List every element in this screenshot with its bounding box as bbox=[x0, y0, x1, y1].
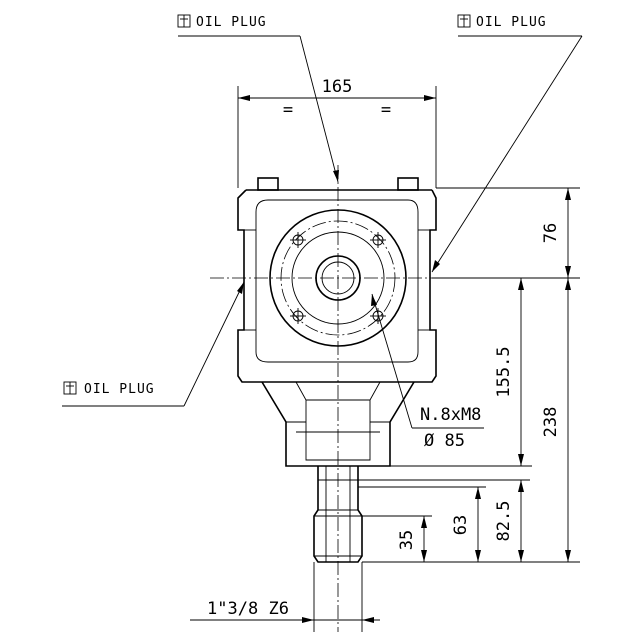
dimension-82-5: 82.5 bbox=[358, 479, 530, 562]
leader-bolt-spec: N.8xM8 Ø 85 bbox=[371, 293, 484, 451]
equal-mark-right: = bbox=[381, 100, 391, 120]
top-height-value: 76 bbox=[541, 223, 561, 243]
equal-mark-left: = bbox=[283, 100, 293, 120]
center-to-base-value: 155.5 bbox=[494, 346, 514, 397]
shaft-63-value: 63 bbox=[451, 515, 471, 535]
oil-plug-top-left-label: OIL PLUG bbox=[196, 15, 267, 30]
oil-plug-top-right: OIL PLUG bbox=[431, 14, 583, 273]
dimension-63: 63 bbox=[358, 486, 486, 562]
housing-inner bbox=[255, 199, 419, 363]
total-height-value: 238 bbox=[541, 407, 561, 438]
top-plug-right bbox=[397, 177, 419, 191]
dimension-shaft-spec: 1"3/8 Z6 bbox=[190, 562, 380, 632]
oil-plug-top-left: OIL PLUG bbox=[177, 14, 339, 183]
bolt-holes bbox=[290, 232, 386, 324]
width-value: 165 bbox=[322, 77, 353, 97]
gearbox-body bbox=[237, 177, 437, 563]
dimension-35: 35 bbox=[362, 515, 432, 562]
oil-plug-icon bbox=[177, 14, 191, 28]
oil-plug-icon bbox=[457, 14, 471, 28]
shaft-35-value: 35 bbox=[397, 530, 417, 550]
oil-plug-left: OIL PLUG bbox=[62, 281, 245, 407]
dimension-76: 76 bbox=[432, 187, 580, 279]
oil-plug-icon bbox=[63, 381, 77, 395]
neck-outline bbox=[261, 381, 415, 467]
flange-diameter-label: Ø 85 bbox=[424, 431, 465, 451]
housing-outline bbox=[237, 189, 437, 383]
shaft-82-5-value: 82.5 bbox=[494, 501, 514, 542]
dimension-155-5: 155.5 bbox=[390, 278, 532, 467]
top-plug-left bbox=[257, 177, 279, 191]
dimension-238: 238 bbox=[362, 278, 580, 563]
dimension-width: 165 = = bbox=[237, 77, 437, 188]
bolt-spec-label: N.8xM8 bbox=[420, 405, 481, 425]
shaft-spec-label: 1"3/8 Z6 bbox=[207, 599, 289, 619]
oil-plug-left-label: OIL PLUG bbox=[84, 382, 155, 397]
oil-plug-top-right-label: OIL PLUG bbox=[476, 15, 547, 30]
